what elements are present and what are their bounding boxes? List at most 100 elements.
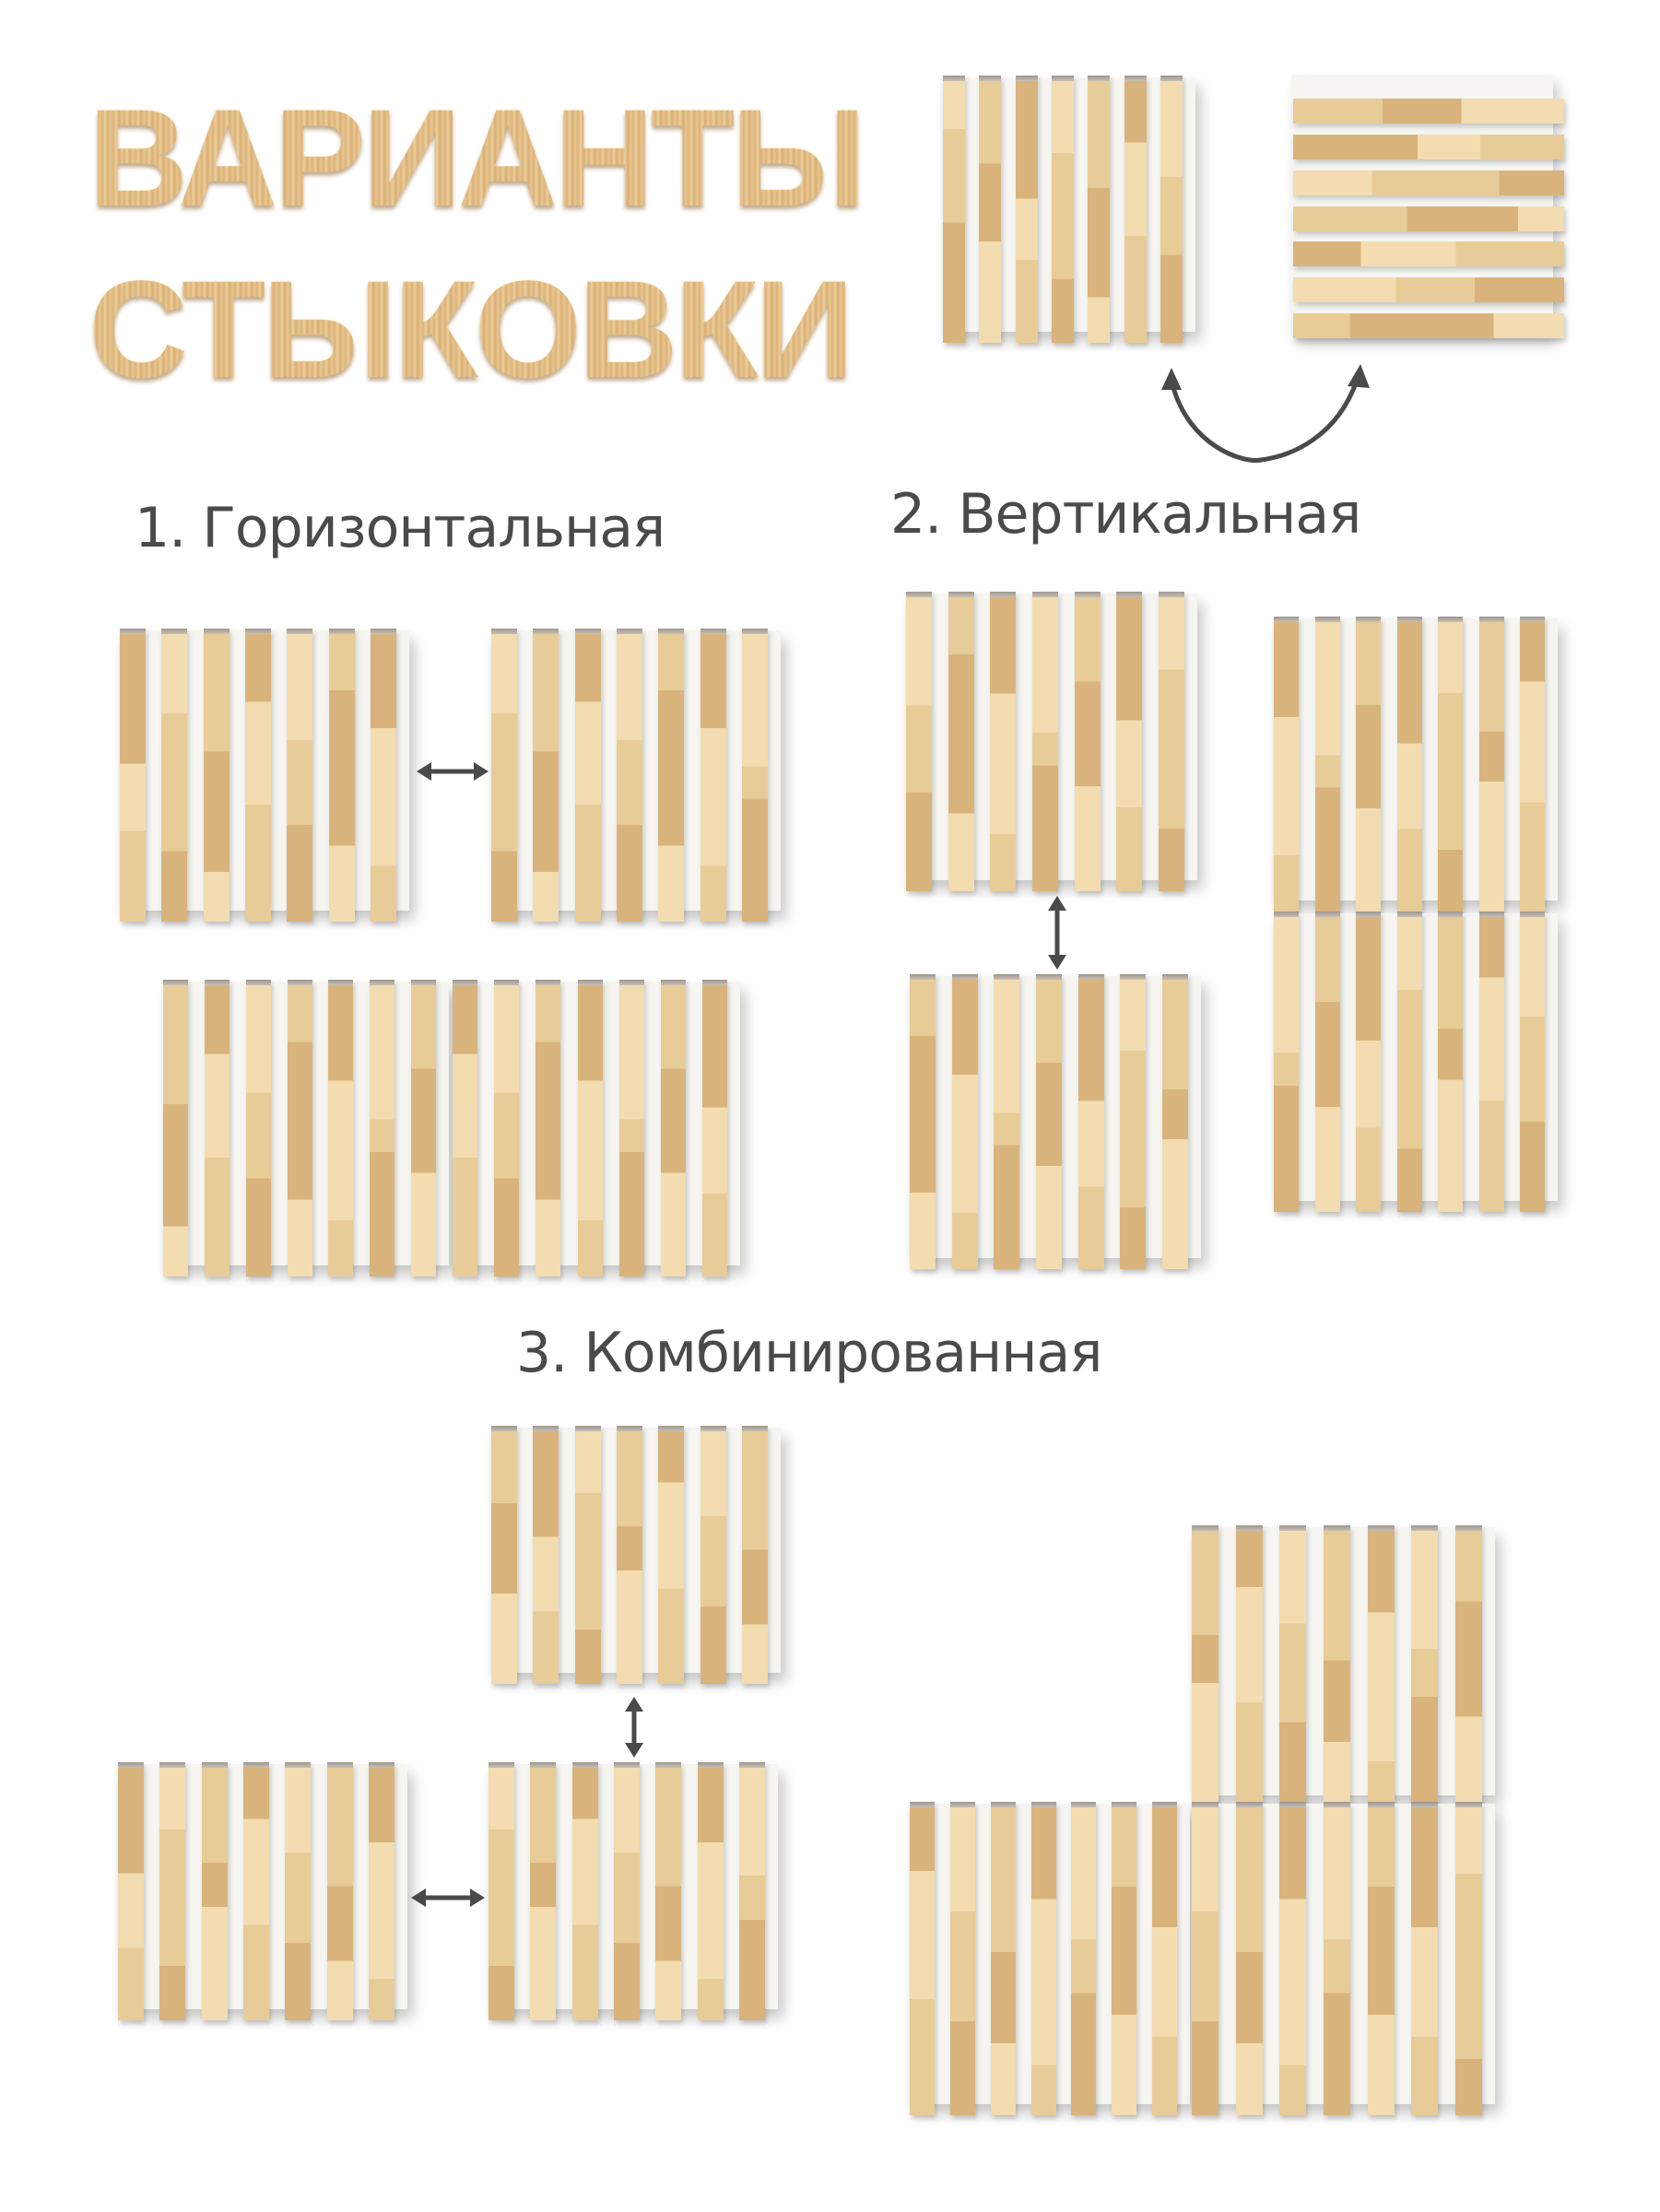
wood-slat xyxy=(243,1762,269,2020)
wood-slat xyxy=(1159,592,1184,891)
wood-slat xyxy=(702,980,727,1277)
wood-slat xyxy=(742,629,768,922)
wood-slat xyxy=(163,980,188,1277)
section-label-horizontal: 1. Горизонтальная xyxy=(135,496,665,560)
wood-slat xyxy=(1031,1802,1056,2115)
vertical-joined-panel-top xyxy=(1274,617,1561,912)
double-arrow-horizontal-icon xyxy=(411,1887,485,1909)
vertical-bottom-panel xyxy=(910,974,1205,1269)
wood-slat xyxy=(614,1762,640,2020)
wood-slat xyxy=(572,1762,598,2020)
wood-slat xyxy=(1368,1802,1395,2115)
wood-slat xyxy=(1397,912,1422,1212)
wood-slat xyxy=(655,1762,681,2020)
wood-slat xyxy=(1324,1802,1350,2115)
wood-slat xyxy=(120,629,146,922)
orientation-vertical-panel xyxy=(943,76,1199,343)
wood-slat xyxy=(575,629,601,922)
wood-slat xyxy=(617,1426,642,1684)
wood-slat xyxy=(530,1762,556,2020)
wood-slat xyxy=(742,1426,768,1684)
wood-slat xyxy=(370,980,394,1277)
section-label-combined: 3. Комбинированная xyxy=(516,1321,1102,1385)
wood-slat xyxy=(494,980,519,1277)
wood-slat xyxy=(1236,1525,1263,1806)
wood-slat xyxy=(369,1762,394,2020)
wood-slat xyxy=(910,974,936,1269)
wood-slat xyxy=(411,980,436,1277)
wood-slat xyxy=(533,1426,559,1684)
wood-slat xyxy=(1397,617,1422,912)
orientation-horizontal-panel xyxy=(1291,75,1564,338)
curved-double-arrow-icon xyxy=(1152,364,1373,465)
wood-slat xyxy=(1438,912,1463,1212)
wood-slat xyxy=(1192,1802,1219,2115)
wood-slat xyxy=(1274,617,1299,912)
double-arrow-horizontal-icon xyxy=(417,760,489,782)
wood-slat xyxy=(533,629,559,922)
wood-slat xyxy=(1116,592,1142,891)
wood-slat xyxy=(948,592,974,891)
wood-slat xyxy=(1052,76,1074,343)
wood-slat xyxy=(204,629,230,922)
wood-slat xyxy=(1520,617,1545,912)
wood-slat xyxy=(329,629,355,922)
wood-slat xyxy=(1078,974,1104,1269)
wood-slat xyxy=(698,1762,724,2020)
wood-slat xyxy=(1438,617,1463,912)
wood-slat xyxy=(575,1426,601,1684)
wood-slat xyxy=(1293,135,1564,159)
wood-slat xyxy=(1293,206,1564,231)
wood-slat xyxy=(943,76,965,343)
wood-slat xyxy=(159,1762,185,2020)
wood-slat xyxy=(1036,974,1062,1269)
wood-slat xyxy=(1112,1802,1136,2115)
wood-slat xyxy=(1455,1525,1482,1806)
horizontal-left-panel xyxy=(120,629,413,922)
wood-slat xyxy=(202,1762,228,2020)
wood-slat xyxy=(371,629,396,922)
wood-slat xyxy=(491,629,517,922)
wood-slat xyxy=(1356,912,1381,1212)
wood-slat xyxy=(700,1426,726,1684)
wood-slat xyxy=(1293,171,1564,195)
wood-slat xyxy=(246,980,271,1277)
wood-slat xyxy=(1088,76,1110,343)
wood-slat xyxy=(1279,1525,1306,1806)
wood-slat xyxy=(288,980,312,1277)
wood-slat xyxy=(1315,912,1340,1212)
wood-slat xyxy=(1279,1802,1306,2115)
wood-slat xyxy=(1411,1802,1438,2115)
wood-slat xyxy=(327,1762,353,2020)
title-line-1: ВАРИАНТЫ xyxy=(88,80,866,235)
wood-slat xyxy=(994,974,1019,1269)
wood-slat xyxy=(990,592,1016,891)
wood-slat xyxy=(1152,1802,1177,2115)
wood-slat xyxy=(1368,1525,1395,1806)
horizontal-joined-panel-b xyxy=(453,980,744,1277)
wood-slat xyxy=(1160,76,1183,343)
wood-slat xyxy=(1356,617,1381,912)
section-label-vertical: 2. Вертикальная xyxy=(890,482,1361,547)
vertical-joined-panel-bottom xyxy=(1274,912,1561,1212)
wood-slat xyxy=(536,980,560,1277)
wood-slat xyxy=(245,629,271,922)
wood-slat xyxy=(950,1802,975,2115)
combined-bottom-left-panel xyxy=(118,1762,411,2020)
wood-slat xyxy=(489,1762,514,2020)
wood-slat xyxy=(658,1426,684,1684)
wood-slat xyxy=(578,980,603,1277)
wood-slat xyxy=(1324,1525,1350,1806)
wood-slat xyxy=(1162,974,1188,1269)
vertical-top-panel xyxy=(906,592,1201,891)
wood-slat xyxy=(1032,592,1058,891)
wood-slat xyxy=(287,629,312,922)
wood-slat xyxy=(1016,76,1038,343)
wood-slat xyxy=(1411,1525,1438,1806)
combined-result-bottom-left-panel xyxy=(910,1802,1194,2115)
wood-slat xyxy=(1071,1802,1096,2115)
wood-slat xyxy=(1120,974,1146,1269)
wood-slat xyxy=(1293,99,1564,124)
wood-slat xyxy=(661,980,686,1277)
wood-slat xyxy=(1124,76,1147,343)
